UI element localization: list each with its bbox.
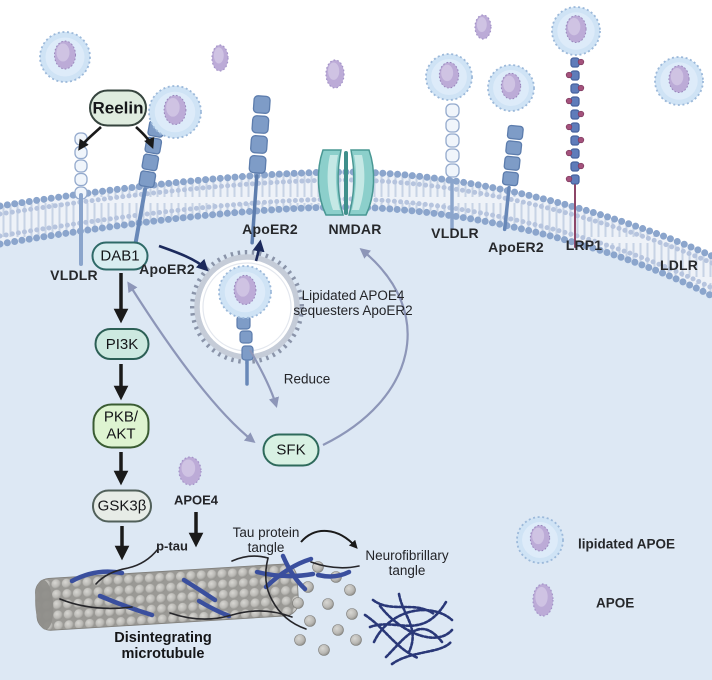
apoe4-label: APOE4 (173, 492, 219, 508)
legend-apoe-label: APOE (596, 595, 635, 611)
free-tubulin-dimers (292, 561, 362, 656)
apoer2-left-label: ApoER2 (139, 261, 195, 278)
lrp1-receptor (565, 57, 585, 248)
reelin-label: Reelin (92, 98, 144, 117)
reduce-arrow (249, 349, 279, 409)
neurofibrillary-tangle-art (363, 592, 454, 666)
p-tau-label: p-tau (156, 538, 188, 554)
vldlr-right-receptor (445, 103, 460, 230)
sequester-note-line2: sequesters ApoER2 (293, 303, 413, 318)
microtubule-label: Disintegrating microtubule (114, 630, 211, 662)
pi3k-label: PI3K (105, 335, 139, 353)
apoer2-sequester-arrow (158, 244, 209, 272)
dab1-sfk-double-arrow (127, 281, 256, 443)
tau-to-nft-arrow (300, 529, 358, 549)
tau-tangle-label-line2: tangle (247, 540, 285, 555)
microtubule-label-line1: Disintegrating (114, 629, 212, 646)
signal-arrows (78, 126, 409, 561)
microtubule (35, 561, 362, 656)
vldlr-left-label: VLDLR (50, 267, 98, 284)
gsk3b-node: GSK3β (92, 489, 152, 523)
reelin-to-apoer2-arrow (135, 126, 155, 150)
nmdar-label: NMDAR (328, 221, 382, 238)
gsk3b-label: GSK3β (97, 497, 147, 515)
apoer2-right-label: ApoER2 (488, 239, 544, 256)
legend-lipidated-apoe-label: lipidated APOE (578, 536, 676, 552)
apoer2-right-receptor (501, 124, 524, 232)
nft-label: Neurofibrillary tangle (365, 548, 448, 578)
nmdar-receptor (317, 149, 375, 216)
nft-label-line1: Neurofibrillary (365, 547, 449, 563)
pi3k-node: PI3K (94, 328, 150, 360)
microtubule-label-line2: microtubule (121, 646, 205, 662)
dab1-label: DAB1 (100, 247, 140, 265)
tau-threads (59, 548, 360, 630)
reduce-label: Reduce (283, 371, 331, 387)
reelin-node: Reelin (89, 89, 147, 127)
sequester-note-line1: Lipidated APOE4 (301, 287, 405, 303)
pkb-akt-node: PKB/ AKT (92, 403, 150, 449)
sfk-label: SFK (276, 441, 306, 459)
apoer2-membrane-label: ApoER2 (242, 221, 298, 238)
vesicle-to-apoer2-arrow (252, 239, 265, 262)
sfk-node: SFK (262, 433, 320, 467)
pkb-akt-label-line2: AKT (106, 425, 136, 442)
dab1-node: DAB1 (91, 241, 149, 271)
vldlr-right-label: VLDLR (431, 225, 479, 242)
ldlr-label: LDLR (659, 257, 699, 274)
lrp1-label: LRP1 (565, 237, 603, 254)
tau-tangle-label: Tau protein tangle (233, 525, 300, 555)
pkb-akt-label-line1: PKB/ (103, 408, 139, 426)
tau-tangle-label-line1: Tau protein (232, 524, 300, 540)
sfk-to-nmdar-arrow (322, 247, 409, 446)
sequester-note: Lipidated APOE4 sequesters ApoER2 (293, 288, 412, 318)
nft-label-line2: tangle (388, 563, 426, 578)
apoer2-membrane-receptor (248, 95, 271, 245)
reelin-to-vldlr-arrow (78, 126, 102, 151)
